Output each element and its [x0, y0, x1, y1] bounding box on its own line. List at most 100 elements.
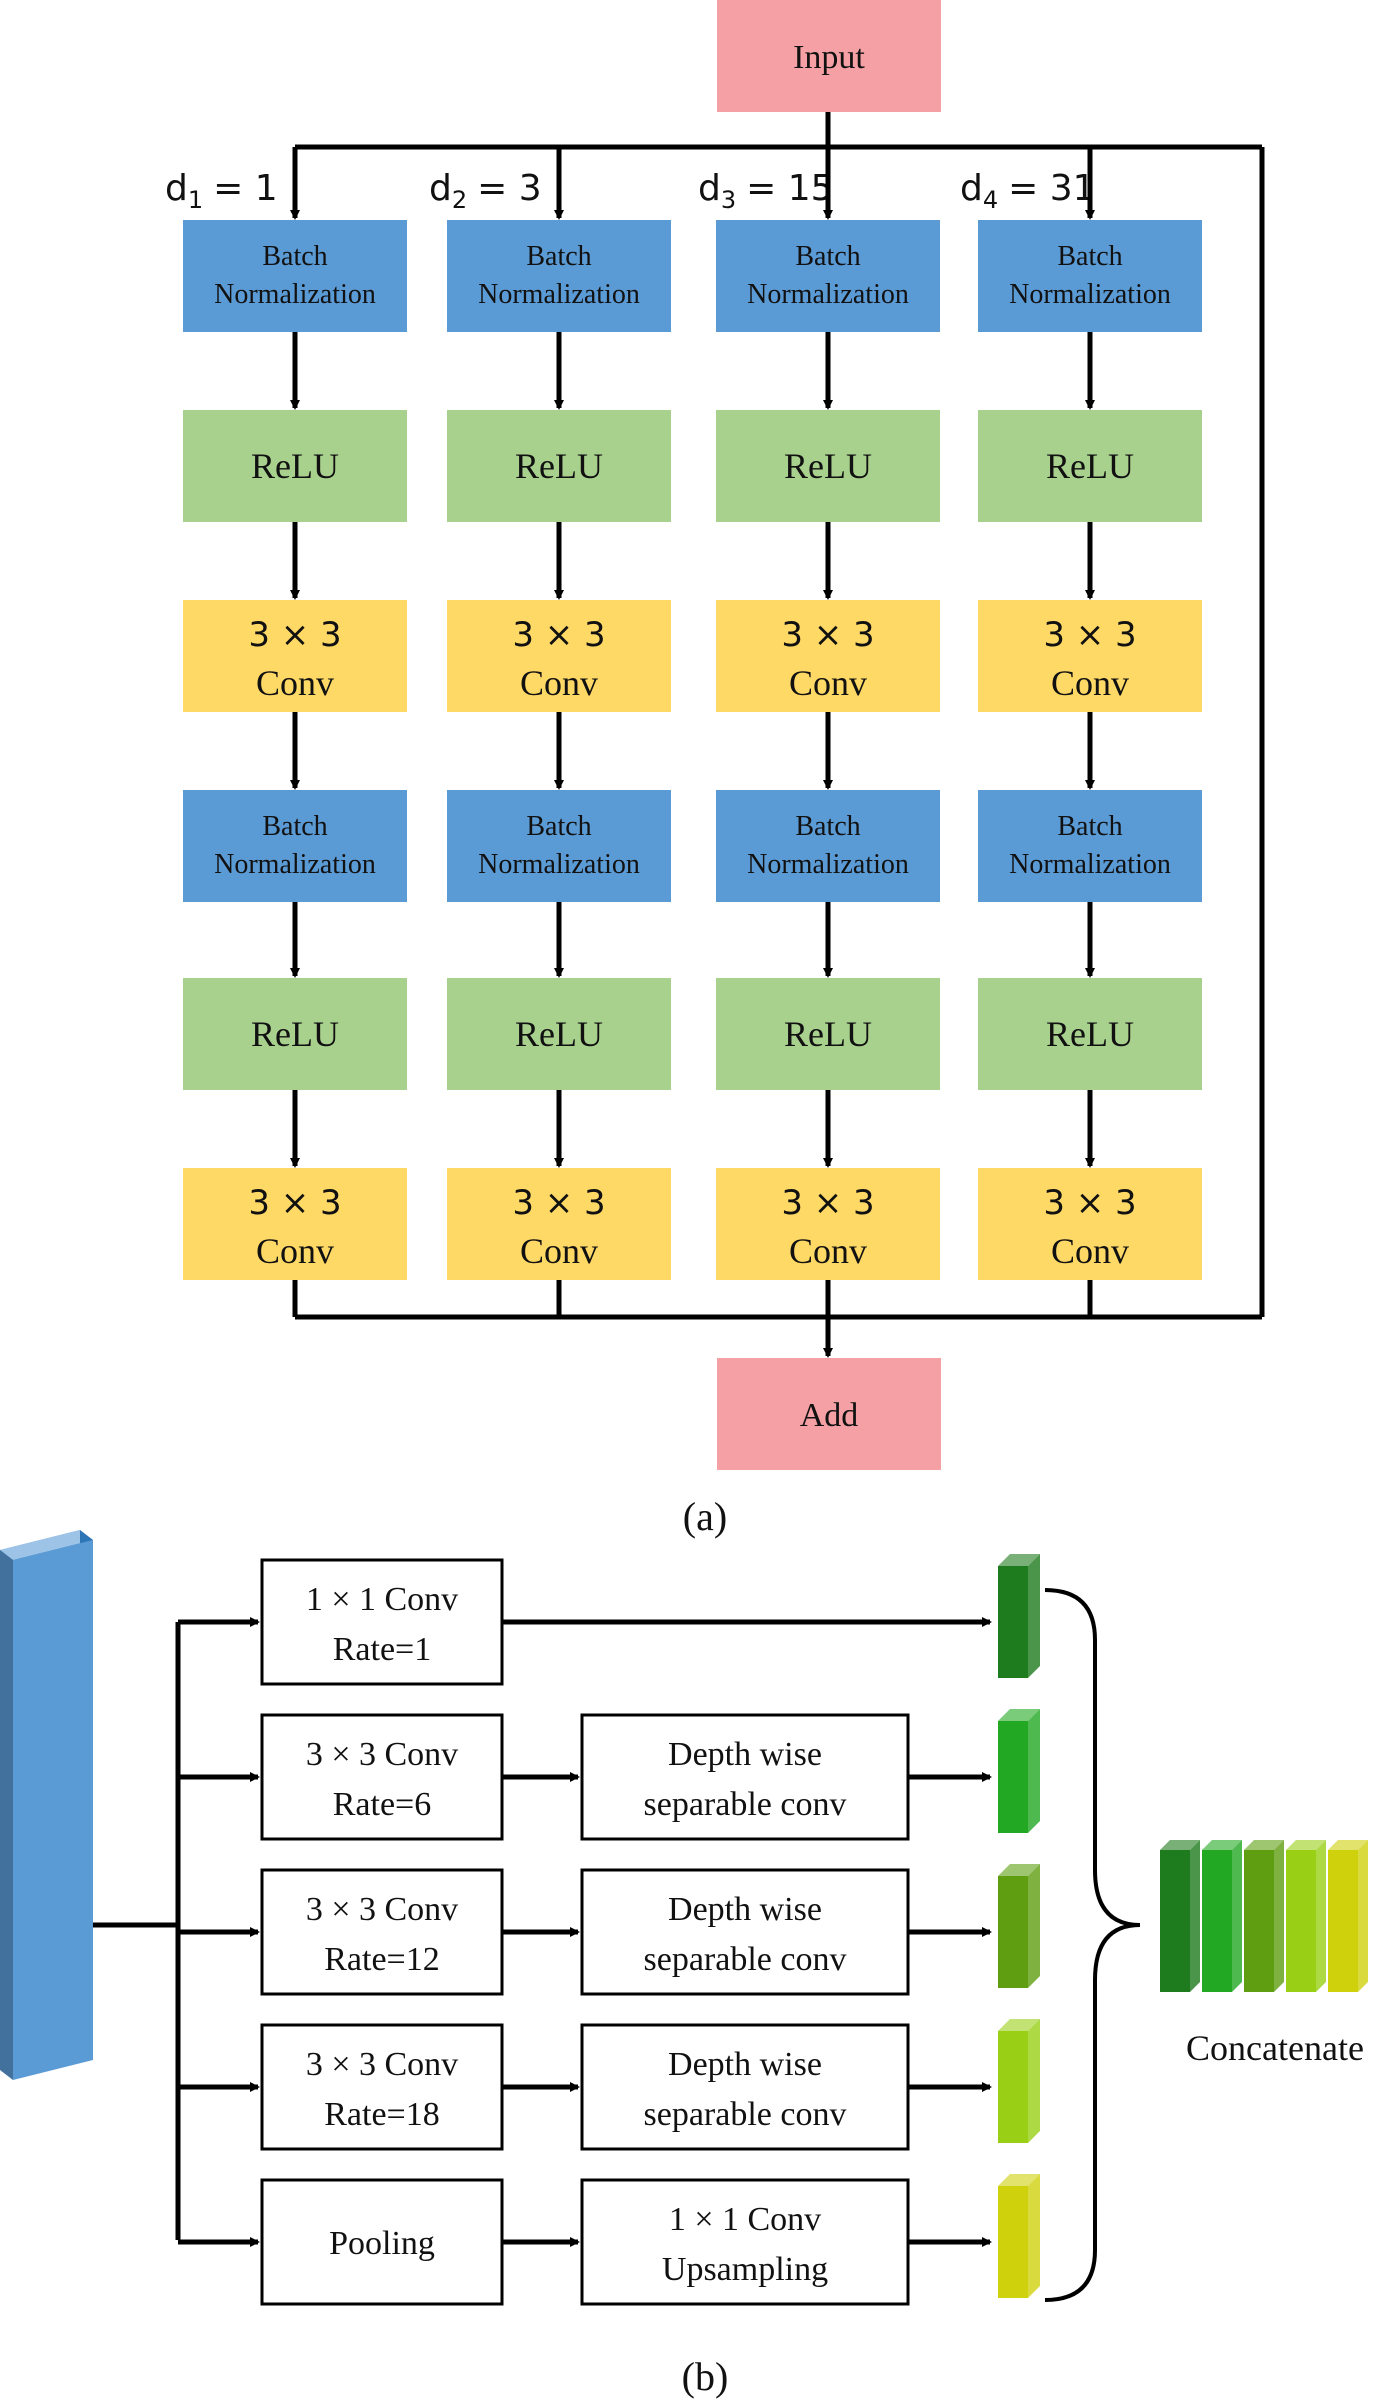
box1-line2: Rate=18: [324, 2096, 439, 2133]
box2-line2: Upsampling: [662, 2251, 828, 2288]
conv-line1: 3 × 3: [512, 615, 605, 655]
bn-line1: Batch: [526, 811, 591, 842]
concatenate-label: Concatenate: [1186, 2028, 1364, 2068]
box1-line2: Rate=1: [333, 1631, 431, 1668]
box1-line1: Pooling: [329, 2225, 435, 2262]
conv-line2: Conv: [520, 1231, 598, 1271]
dilation-sub: 2: [452, 186, 467, 214]
concat-slice-4: [1286, 1840, 1326, 1992]
conv-line2: Conv: [520, 663, 598, 703]
relu-box: ReLU: [183, 978, 407, 1090]
aspp-connectors: [93, 1622, 181, 2240]
box2-line1: Depth wise: [668, 1891, 822, 1928]
relu-label: ReLU: [1046, 446, 1134, 486]
bn-line1: Batch: [1057, 241, 1122, 272]
secondary-op-box: Depth wise separable conv: [580, 1868, 910, 1996]
conv-line1: 3 × 3: [781, 615, 874, 655]
bn-line1: Batch: [1057, 811, 1122, 842]
conv-box: 3 × 3 Conv: [978, 600, 1202, 712]
conv-line2: Conv: [256, 1231, 334, 1271]
conv-line2: Conv: [1051, 663, 1129, 703]
bn-line2: Normalization: [1009, 849, 1171, 880]
concat-slice-1: [1160, 1840, 1200, 1992]
dilation-var: d: [165, 168, 188, 209]
box2-line2: separable conv: [644, 2096, 847, 2133]
concat-slice-3: [1244, 1840, 1284, 1992]
dilation-var: d: [960, 168, 983, 209]
relu-label: ReLU: [1046, 1014, 1134, 1054]
box1-line2: Rate=12: [324, 1941, 439, 1978]
add-label: Add: [800, 1397, 859, 1434]
relu-label: ReLU: [784, 1014, 872, 1054]
feature-map-block: [998, 1709, 1040, 1833]
caption-b: (b): [682, 2354, 729, 2399]
box2-line1: Depth wise: [668, 1736, 822, 1773]
conv-line2: Conv: [789, 1231, 867, 1271]
bn-line1: Batch: [795, 241, 860, 272]
box2-line1: 1 × 1 Conv: [669, 2201, 821, 2238]
conv-box: 3 × 3 Conv: [716, 1168, 940, 1280]
bn-line1: Batch: [795, 811, 860, 842]
add-node: Add: [717, 1358, 941, 1470]
conv-line1: 3 × 3: [248, 615, 341, 655]
conv-line2: Conv: [256, 663, 334, 703]
feature-map-block: [998, 1864, 1040, 1988]
concat-slice-5: [1328, 1840, 1368, 1992]
relu-box: ReLU: [447, 410, 671, 522]
bn-line1: Batch: [526, 241, 591, 272]
relu-label: ReLU: [784, 446, 872, 486]
bn-line2: Normalization: [214, 279, 376, 310]
conv-line1: 3 × 3: [1043, 1183, 1136, 1223]
concatenated-feature-stack: [1160, 1840, 1368, 1992]
caption-a: (a): [683, 1494, 727, 1539]
conv-line1: 3 × 3: [1043, 615, 1136, 655]
bn-line2: Normalization: [214, 849, 376, 880]
bn-line1: Batch: [262, 241, 327, 272]
dilation-label: d3= 15: [698, 168, 834, 214]
dilation-value: = 31: [1008, 168, 1095, 209]
input-label: Input: [793, 39, 865, 76]
dilation-sub: 4: [983, 186, 998, 214]
dilation-value: = 1: [213, 168, 278, 209]
feature-map-block: [998, 2174, 1040, 2298]
box1-line1: 1 × 1 Conv: [306, 1581, 458, 1618]
conv-line1: 3 × 3: [781, 1183, 874, 1223]
conv-box: 3 × 3 Conv: [447, 600, 671, 712]
relu-box: ReLU: [978, 410, 1202, 522]
conv-box: 3 × 3 Conv: [183, 600, 407, 712]
input-node: Input: [717, 0, 941, 112]
box1-line1: 3 × 3 Conv: [306, 2046, 458, 2083]
relu-box: ReLU: [447, 978, 671, 1090]
conv-line2: Conv: [1051, 1231, 1129, 1271]
relu-label: ReLU: [515, 446, 603, 486]
dilation-label: d2= 3: [429, 168, 542, 214]
conv-line1: 3 × 3: [512, 1183, 605, 1223]
dilation-value: = 15: [746, 168, 833, 209]
relu-label: ReLU: [251, 1014, 339, 1054]
dilation-value: = 3: [477, 168, 542, 209]
dilation-sub: 3: [721, 186, 736, 214]
box2-line2: separable conv: [644, 1941, 847, 1978]
